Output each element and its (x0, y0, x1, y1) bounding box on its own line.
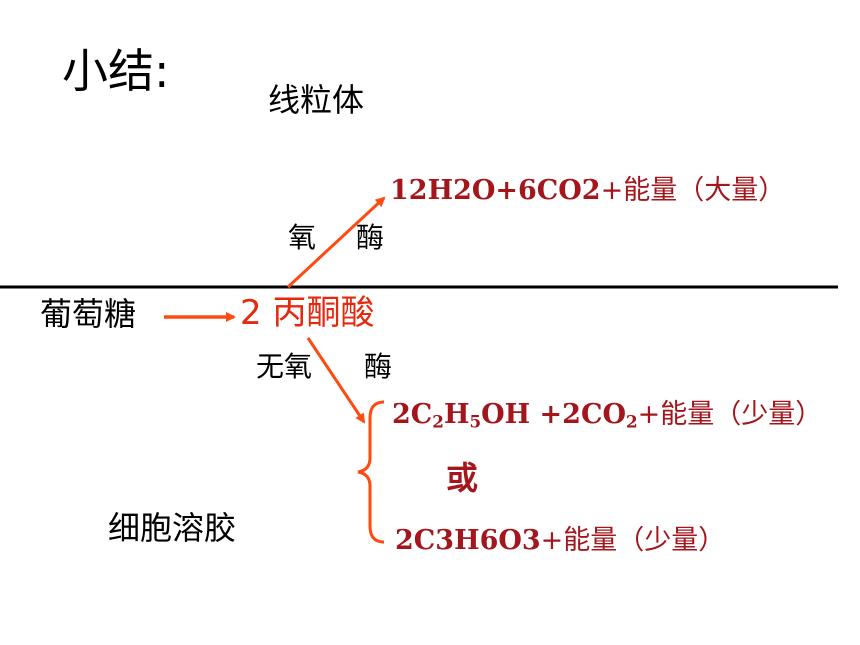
anaerobic-pathway-arrow (306, 337, 366, 424)
aerobic-enzyme-label: 酶 (356, 221, 385, 254)
pyruvate-label: 2 丙酮酸 (240, 293, 375, 333)
or-label: 或 (446, 459, 479, 497)
anaerobic-enzyme-label: 酶 (364, 350, 393, 383)
anaerobic-product-lactic: 2C3H6O3+能量（少量） (395, 527, 725, 554)
aerobic-chemical: 12H2O+6CO2 (390, 175, 601, 206)
aerobic-product: 12H2O+6CO2+能量（大量） (390, 177, 785, 204)
alternative-products-brace (357, 400, 385, 544)
cytosol-label: 细胞溶胶 (108, 509, 237, 547)
ethanol-energy: +能量（少量） (637, 399, 823, 430)
mitochondria-label: 线粒体 (268, 81, 365, 119)
lactic-chemical: 2C3H6O3 (395, 525, 541, 556)
ethanol-formula: 2C2H5OH +2CO2 (392, 399, 638, 432)
aerobic-oxygen-label: 氧 (288, 221, 317, 254)
anaerobic-no-oxygen-label: 无氧 (256, 350, 313, 383)
aerobic-pathway-arrow (286, 196, 386, 289)
page-title: 小结: (62, 44, 170, 98)
glucose-label: 葡萄糖 (40, 295, 137, 333)
lactic-energy: +能量（少量） (540, 525, 726, 556)
anaerobic-product-ethanol: 2C2H5OH +2CO2+能量（少量） (392, 399, 823, 432)
aerobic-energy: +能量（大量） (600, 175, 786, 206)
